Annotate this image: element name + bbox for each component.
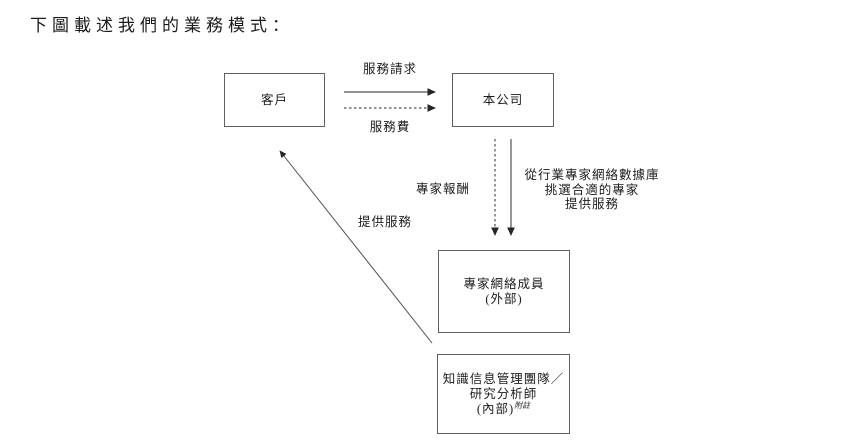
label-service-fee: 服務費 [369,120,411,134]
node-expert-network-members: 專家網絡成員 (外部) [438,250,570,333]
label-select-experts-line2: 挑選合適的專家 [544,182,640,197]
node-team-label-line2: 研究分析師 [469,386,538,401]
label-expert-remuneration: 專家報酬 [415,182,470,196]
node-company-label: 本公司 [482,92,524,107]
node-knowledge-management-team: 知識信息管理團隊／ 研究分析師 (內部)附註 [437,354,570,434]
label-select-experts-line3: 提供服務 [564,197,619,211]
node-experts-label-line2: (外部) [485,291,523,306]
label-service-request: 服務請求 [362,62,417,76]
label-select-experts: 從行業專家網絡數據庫 挑選合適的專家 提供服務 [522,168,662,212]
page-title: 下圖載述我們的業務模式： [30,16,294,35]
node-team-label-line3: (內部)附註 [476,400,531,417]
provide-services-arrow [279,150,433,344]
node-team-internal-label: (內部) [476,401,515,416]
label-provide-services: 提供服務 [358,215,413,229]
node-team-label-line1: 知識信息管理團隊／ [442,371,565,386]
node-customer-label: 客戶 [260,92,288,107]
node-company: 本公司 [452,73,554,127]
label-select-experts-line1: 從行業專家網絡數據庫 [524,168,660,182]
footnote-superscript: 附註 [514,400,531,410]
node-experts-label-line1: 專家網絡成員 [463,276,545,291]
node-customer: 客戶 [224,73,325,127]
